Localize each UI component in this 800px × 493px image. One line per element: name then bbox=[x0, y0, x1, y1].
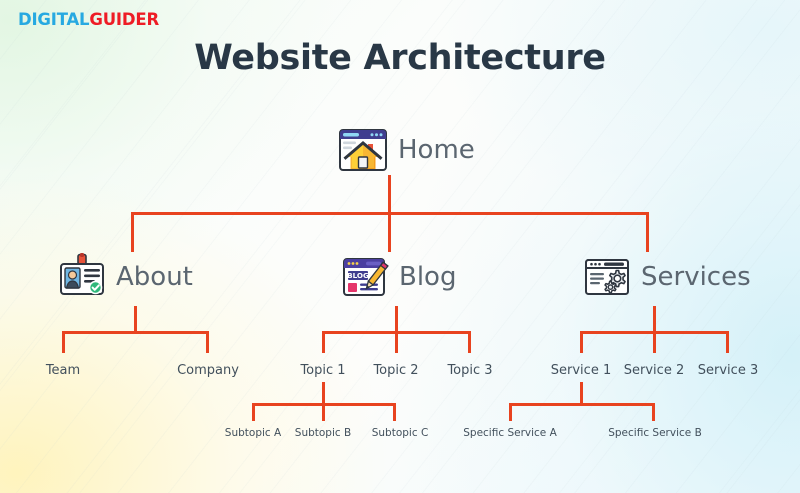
connector-about-stem bbox=[134, 306, 137, 334]
browser-blog-pencil-icon: BLOG bbox=[340, 252, 390, 302]
leaf-topic-1[interactable]: Topic 1 bbox=[300, 363, 346, 378]
connector-specific-services-bar bbox=[509, 403, 655, 406]
node-about-label: About bbox=[116, 262, 193, 292]
connector-drop-about bbox=[131, 212, 134, 252]
leaf-specific-service-a[interactable]: Specific Service A bbox=[463, 427, 557, 439]
connector-drop-services bbox=[646, 212, 649, 252]
connector-drop-topic-2 bbox=[395, 331, 398, 353]
connector-drop-topic-3 bbox=[468, 331, 471, 353]
connector-home-stem bbox=[388, 175, 391, 215]
connector-services-stem bbox=[653, 306, 656, 334]
node-about[interactable]: About bbox=[57, 252, 193, 302]
node-services[interactable]: Services bbox=[582, 252, 751, 302]
connector-drop-subtopic-a bbox=[252, 403, 255, 421]
connector-blog-stem bbox=[395, 306, 398, 334]
id-badge-icon bbox=[57, 252, 107, 302]
connector-drop-specific-service-b bbox=[652, 403, 655, 421]
leaf-service-1[interactable]: Service 1 bbox=[550, 363, 612, 378]
connector-drop-team bbox=[62, 331, 65, 353]
connector-drop-service-2 bbox=[653, 331, 656, 353]
connector-drop-service-1 bbox=[580, 331, 583, 353]
connector-topic-2-stem bbox=[322, 382, 325, 404]
connector-drop-service-3 bbox=[726, 331, 729, 353]
node-blog[interactable]: BLOG Blog bbox=[340, 252, 456, 302]
leaf-service-2[interactable]: Service 2 bbox=[623, 363, 685, 378]
leaf-team[interactable]: Team bbox=[45, 363, 81, 378]
leaf-topic-3[interactable]: Topic 3 bbox=[447, 363, 493, 378]
svg-text:BLOG: BLOG bbox=[347, 271, 369, 280]
leaf-subtopic-c[interactable]: Subtopic C bbox=[371, 427, 429, 439]
connector-about-bar bbox=[62, 331, 209, 334]
leaf-company[interactable]: Company bbox=[177, 363, 239, 378]
brand-logo-guider: GUIDER bbox=[89, 10, 159, 29]
leaf-topic-2[interactable]: Topic 2 bbox=[373, 363, 419, 378]
brand-logo[interactable]: DIGITALGUIDER bbox=[18, 10, 159, 29]
connector-drop-company bbox=[206, 331, 209, 353]
leaf-subtopic-a[interactable]: Subtopic A bbox=[224, 427, 282, 439]
connector-drop-subtopic-c bbox=[393, 403, 396, 421]
node-services-label: Services bbox=[641, 262, 751, 292]
connector-drop-topic-1 bbox=[322, 331, 325, 353]
connector-drop-specific-service-a bbox=[509, 403, 512, 421]
leaf-specific-service-b[interactable]: Specific Service B bbox=[608, 427, 702, 439]
connector-drop-subtopic-b bbox=[322, 403, 325, 421]
node-home[interactable]: Home bbox=[337, 124, 475, 176]
connector-drop-blog bbox=[388, 212, 391, 252]
leaf-service-3[interactable]: Service 3 bbox=[697, 363, 759, 378]
node-blog-label: Blog bbox=[399, 262, 457, 292]
page-title: Website Architecture bbox=[194, 38, 606, 78]
node-home-label: Home bbox=[398, 135, 475, 165]
browser-gears-icon bbox=[582, 252, 632, 302]
connector-service-1-stem bbox=[580, 382, 583, 404]
brand-logo-digital: DIGITAL bbox=[18, 10, 90, 29]
browser-home-icon bbox=[337, 124, 389, 176]
leaf-subtopic-b[interactable]: Subtopic B bbox=[294, 427, 352, 439]
